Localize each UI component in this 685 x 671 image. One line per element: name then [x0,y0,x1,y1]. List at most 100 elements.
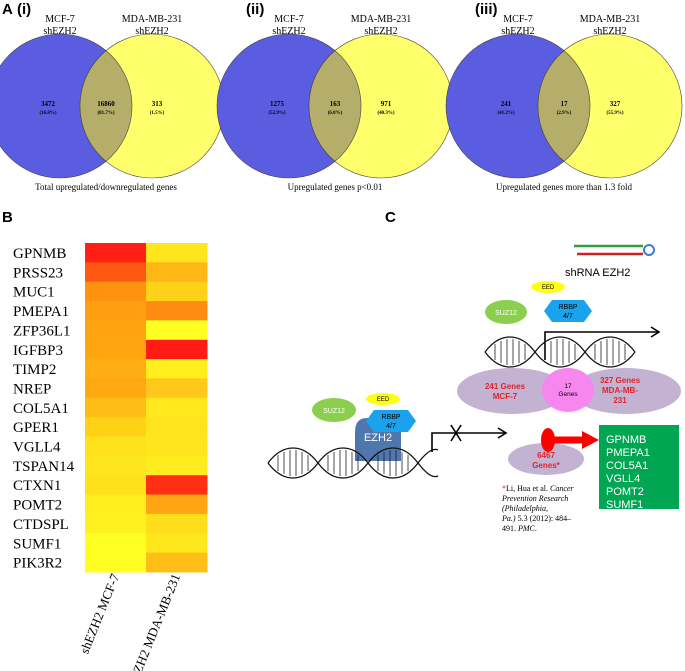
venn-overlap-count: 17 [561,100,569,108]
venn-right-title-2: shEZH2 [364,26,397,37]
venn-right-title-1: MDA-MB-231 [580,14,641,25]
heatmap-gene-label: TSPAN14 [13,459,75,475]
eed-top-icon [531,281,565,293]
venn-overlap-count: 16860 [97,100,115,108]
heatmap-gene-label: MUC1 [13,285,55,301]
heatmap-gene-label: ZFP36L1 [13,323,71,339]
suz12-top-icon [485,300,527,324]
all-genes-label-2: Genes* [532,461,560,470]
venn-left-pct: (52.9%) [268,111,285,116]
heatmap-cell [85,320,147,341]
heatmap-gene-label: GPNMB [13,246,66,262]
heatmap-gene-labels: GPNMBPRSS23MUC1PMEPA1ZFP36L1IGFBP3TIMP2N… [13,246,75,572]
panel-c: C shRNA EZH2 EED SUZ12 RBBP 4/7 [267,209,681,533]
panel-c-letter: C [385,209,396,226]
suz12-bottom-icon [312,398,356,422]
rbbp-bottom-icon [366,410,416,432]
heatmap-gene-label: PMEPA1 [13,304,69,320]
heatmap-cell [85,281,147,302]
heatmap-cell [146,320,208,341]
venn-sub-label: (iii) [475,1,498,18]
venn-overlap [79,50,133,162]
all-genes-oval [508,443,584,475]
heatmap-cell [85,455,147,476]
dna-helix-top [484,336,636,368]
heatmap-gene-label: CTDSPL [13,517,69,533]
heatmap-cell [146,281,208,302]
heatmap-cell [146,417,208,437]
citation-line: Pa.) 5.3 (2012): 484– [501,514,572,523]
panel-a-letter: A [2,1,13,18]
venn-sub-label: (i) [17,1,31,18]
heatmap-cell [146,339,208,360]
heatmap-cell [85,494,147,515]
suz12-top-label: SUZ12 [495,310,517,317]
venn-iii: (iii) MCF-7 shEZH2 MDA-MB-231 shEZH2 241… [445,1,683,192]
heatmap-cell [146,552,208,573]
rbbp-top-label-1: RBBP [558,304,577,311]
venn-ii: (ii) MCF-7 shEZH2 MDA-MB-231 shEZH2 1275… [216,1,454,192]
shrna-hairpin-icon [574,244,655,256]
venn-left-pct: (41.2%) [497,111,514,116]
heatmap-gene-label: NREP [13,381,51,397]
venn-right-pct: (1.5%) [150,111,165,116]
overlap-genes-label-1: 17 [564,383,572,390]
venn-overlap-count: 163 [330,100,341,108]
panel-a: A (i) MCF-7 shEZH2 MDA-MB-231 shEZH2 347… [0,1,683,192]
venn-right-count: 971 [381,100,392,108]
venn-overlap-pct: (6.8%) [328,111,343,116]
venn-left-title-2: shEZH2 [43,26,76,37]
rbbp-bottom-label-1: RBBP [381,414,400,421]
gene-box-item: GPNMB [606,434,646,446]
gene-box-item: SUMF1 [606,499,643,511]
blocked-transcription-arrow [431,424,508,452]
rbbp-top-label-2: 4/7 [563,313,573,320]
heatmap-cell [146,436,208,457]
heatmap-cell [85,513,147,534]
heatmap-cell [85,436,147,457]
eed-bottom-icon [366,393,400,405]
venn-caption: Upregulated genes more than 1.3 fold [496,182,632,192]
venn-left-title-2: shEZH2 [501,26,534,37]
venn-left-count: 241 [501,100,512,108]
venn-sub-label: (ii) [246,1,264,18]
venn-caption: Upregulated genes p<0.01 [288,182,383,192]
venn-overlap-pct: (2.9%) [557,111,572,116]
mda-genes-oval [571,368,681,414]
heatmap-cell [146,513,208,534]
mda-genes-label-1: 327 Genes [600,376,641,385]
heatmap-cell [85,262,147,283]
heatmap-cell [85,533,147,554]
heatmap-cell [85,378,147,399]
venn-overlap [308,50,362,162]
all-genes-label-1: 6467 [537,451,555,460]
mcf7-genes-oval [457,368,567,414]
citation-line: 491. PMC. [502,524,537,533]
heatmap-cell [146,494,208,515]
heatmap-gene-label: GPER1 [13,420,59,436]
gene-box [599,425,679,509]
venn-i: (i) MCF-7 shEZH2 MDA-MB-231 shEZH2 3472 … [0,1,225,192]
eed-top-label: EED [542,285,555,291]
venn-left-title-1: MCF-7 [45,14,74,25]
heatmap-cell [85,243,147,263]
panel-b-letter: B [2,209,13,226]
heatmap-cell [85,397,147,418]
venn-left-title-2: shEZH2 [272,26,305,37]
venn-right-title-1: MDA-MB-231 [351,14,412,25]
mcf7-genes-label-1: 241 Genes [485,382,526,391]
heatmap-gene-label: SUMF1 [13,536,61,552]
heatmap-cell [146,533,208,554]
overlap-genes-oval [542,368,594,412]
heatmap-gene-label: TIMP2 [13,362,56,378]
gene-box-item: PMEPA1 [606,447,650,459]
heatmap-gene-label: CTXN1 [13,478,61,494]
panel-b: B GPNMBPRSS23MUC1PMEPA1ZFP36L1IGFBP3TIMP… [2,209,208,671]
heatmap [85,243,208,573]
citation-line: *Li, Hua et al. Cancer [502,484,574,493]
venn-right-title-1: MDA-MB-231 [122,14,183,25]
venn-overlap-pct: (81.7%) [97,111,114,116]
